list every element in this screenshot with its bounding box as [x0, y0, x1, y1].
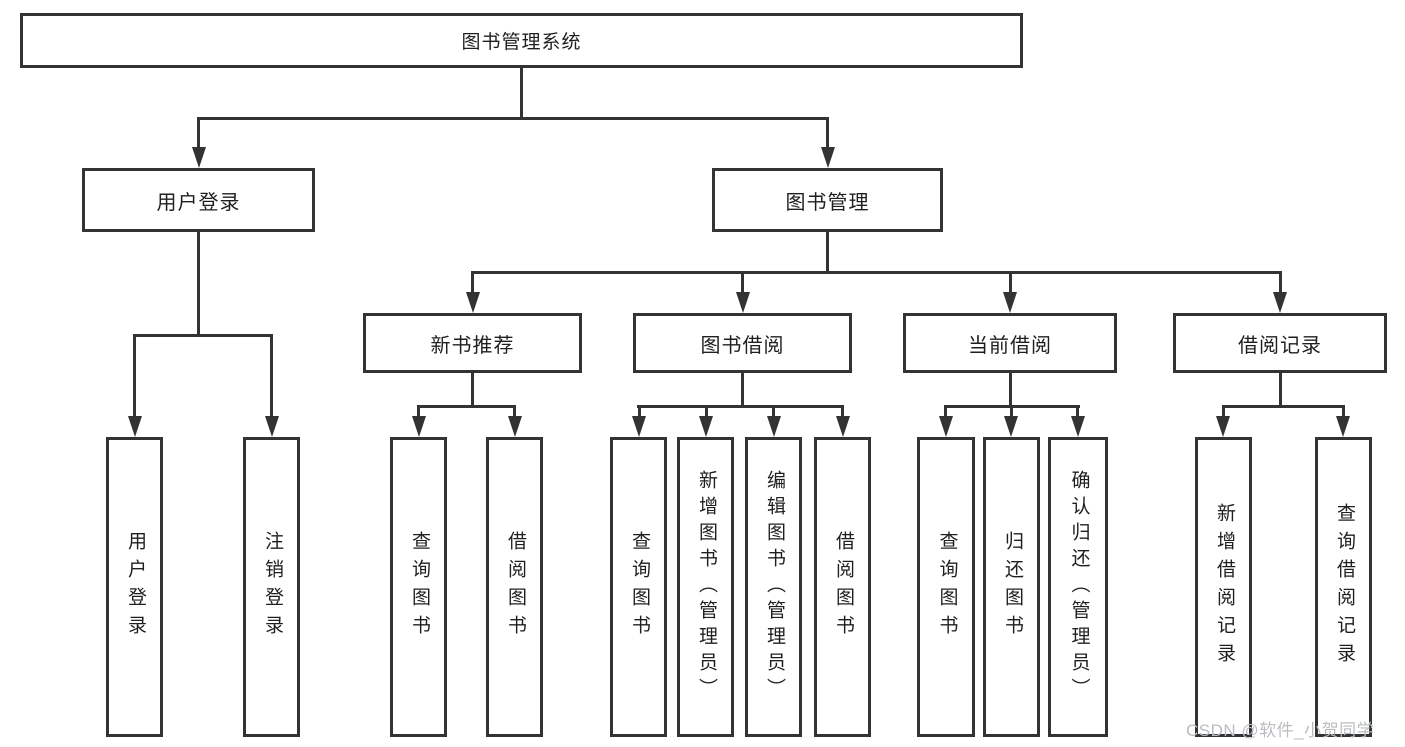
leaf-borrow-books-recommend: 借阅图书 — [486, 437, 543, 737]
connector-line — [705, 405, 708, 419]
connector-line — [417, 405, 516, 408]
arrow-down-icon — [699, 416, 713, 437]
leaf-label: 新增图书（管理员） — [695, 470, 717, 704]
connector-line — [197, 117, 829, 120]
leaf-label: 新增借阅记录 — [1213, 503, 1235, 671]
connector-line — [1342, 405, 1345, 419]
leaf-edit-books-admin: 编辑图书（管理员） — [745, 437, 802, 737]
leaf-user-login: 用户登录 — [106, 437, 163, 737]
connector-line — [133, 334, 136, 418]
node-root-system: 图书管理系统 — [20, 13, 1023, 68]
leaf-label: 查询图书 — [936, 531, 958, 643]
watermark-text: CSDN @软件_小贺同学 — [1186, 721, 1375, 740]
leaf-label: 查询图书 — [628, 531, 650, 643]
connector-line — [270, 334, 273, 418]
connector-line — [1279, 271, 1282, 295]
arrow-down-icon — [412, 416, 426, 437]
leaf-label: 确认归还（管理员） — [1068, 470, 1090, 704]
leaf-borrow-books-borrowing: 借阅图书 — [814, 437, 871, 737]
leaf-return-books: 归还图书 — [983, 437, 1040, 737]
leaf-label: 借阅图书 — [504, 531, 526, 643]
leaf-label: 用户登录 — [124, 531, 146, 643]
connector-line — [1222, 405, 1225, 419]
leaf-query-borrow-record: 查询借阅记录 — [1315, 437, 1372, 737]
arrow-down-icon — [821, 147, 835, 168]
connector-line — [417, 405, 420, 419]
leaf-label: 查询借阅记录 — [1333, 503, 1355, 671]
leaf-confirm-return-admin: 确认归还（管理员） — [1048, 437, 1108, 737]
connector-line — [637, 405, 844, 408]
leaf-label: 查询图书 — [408, 531, 430, 643]
connector-line — [741, 271, 744, 295]
leaf-logout: 注销登录 — [243, 437, 300, 737]
node-current-borrowing: 当前借阅 — [903, 313, 1117, 373]
connector-line — [772, 405, 775, 419]
connector-line — [1009, 373, 1012, 408]
connector-line — [471, 373, 474, 408]
leaf-label: 借阅图书 — [832, 531, 854, 643]
arrow-down-icon — [1336, 416, 1350, 437]
arrow-down-icon — [265, 416, 279, 437]
connector-line — [513, 405, 516, 419]
leaf-query-books-current: 查询图书 — [917, 437, 975, 737]
node-user-login: 用户登录 — [82, 168, 315, 232]
connector-line — [1076, 405, 1079, 419]
arrow-down-icon — [1003, 292, 1017, 313]
arrow-down-icon — [508, 416, 522, 437]
leaf-add-books-admin: 新增图书（管理员） — [677, 437, 734, 737]
connector-line — [741, 373, 744, 408]
arrow-down-icon — [939, 416, 953, 437]
connector-line — [638, 405, 641, 419]
node-borrowing-records: 借阅记录 — [1173, 313, 1387, 373]
connector-line — [1279, 373, 1282, 408]
arrow-down-icon — [1004, 416, 1018, 437]
connector-line — [1009, 271, 1012, 295]
connector-line — [197, 232, 200, 337]
connector-line — [826, 232, 829, 274]
arrow-down-icon — [1216, 416, 1230, 437]
leaf-add-borrow-record: 新增借阅记录 — [1195, 437, 1252, 737]
arrow-down-icon — [1071, 416, 1085, 437]
arrow-down-icon — [767, 416, 781, 437]
leaf-label: 归还图书 — [1001, 531, 1023, 643]
connector-line — [471, 271, 1281, 274]
connector-line — [826, 117, 829, 150]
connector-line — [520, 68, 523, 120]
connector-line — [133, 334, 273, 337]
leaf-label: 编辑图书（管理员） — [763, 470, 785, 704]
connector-line — [841, 405, 844, 419]
leaf-query-books-recommend: 查询图书 — [390, 437, 447, 737]
arrow-down-icon — [632, 416, 646, 437]
leaf-query-books-borrowing: 查询图书 — [610, 437, 667, 737]
connector-line — [1010, 405, 1013, 419]
node-book-management: 图书管理 — [712, 168, 943, 232]
node-book-borrowing: 图书借阅 — [633, 313, 852, 373]
connector-line — [471, 271, 474, 295]
connector-line — [944, 405, 947, 419]
arrow-down-icon — [736, 292, 750, 313]
arrow-down-icon — [1273, 292, 1287, 313]
arrow-down-icon — [466, 292, 480, 313]
arrow-down-icon — [836, 416, 850, 437]
connector-line — [197, 117, 200, 150]
arrow-down-icon — [192, 147, 206, 168]
leaf-label: 注销登录 — [261, 531, 283, 643]
arrow-down-icon — [128, 416, 142, 437]
node-new-book-recommendation: 新书推荐 — [363, 313, 582, 373]
connector-line — [1222, 405, 1345, 408]
